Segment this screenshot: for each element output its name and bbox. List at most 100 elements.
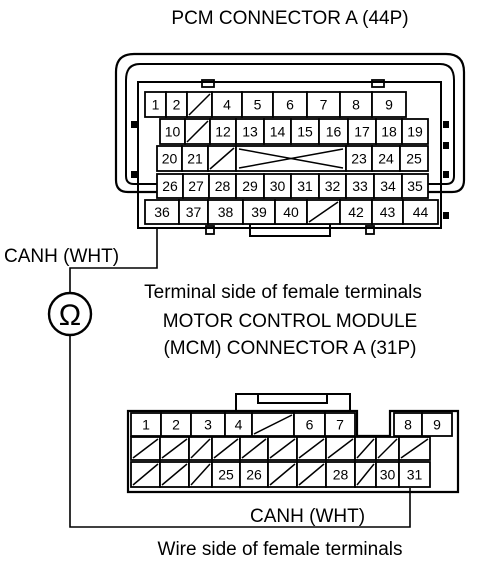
pin-number: 5 [254, 97, 262, 113]
pin-cell: 32 [318, 173, 347, 199]
pin-number: 31 [297, 178, 313, 194]
mcm-wire-label: CANH (WHT) [250, 506, 365, 527]
pin-number: 8 [352, 97, 360, 113]
pin-number: 17 [354, 124, 370, 140]
pin-number: 30 [380, 467, 396, 483]
pin-number: 14 [270, 124, 286, 140]
pin-number: 4 [223, 97, 231, 113]
pin-cell: 3 [190, 412, 226, 437]
pin-cell: 6 [293, 412, 326, 437]
pin-cell: 18 [375, 118, 403, 145]
pin-cell: 9 [421, 412, 453, 437]
pin-number: 29 [242, 178, 258, 194]
empty-cavity [267, 436, 298, 461]
empty-cavity [186, 91, 213, 118]
empty-cavity [130, 461, 161, 488]
pin-number: 39 [251, 204, 267, 220]
pin-number: 35 [407, 178, 423, 194]
pcm-connector-housing [114, 52, 466, 237]
pin-number: 1 [152, 97, 160, 113]
pin-cell: 7 [306, 91, 341, 118]
pin-number: 19 [407, 124, 423, 140]
pin-cell: 26 [156, 173, 184, 199]
pin-cell: 4 [211, 91, 243, 118]
pin-cell: 39 [242, 199, 276, 225]
pin-cell: 13 [235, 118, 265, 145]
pin-number: 26 [162, 178, 178, 194]
pin-number: 15 [297, 124, 313, 140]
pin-cell: 1 [144, 91, 167, 118]
pin-cell: 28 [208, 173, 237, 199]
empty-cavity [325, 436, 356, 461]
blocked-area [235, 145, 347, 172]
pcm-wire-label: CANH (WHT) [4, 246, 119, 267]
empty-cavity [296, 436, 327, 461]
pin-number: 13 [242, 124, 258, 140]
pin-cell: 20 [156, 145, 183, 172]
pin-cell: 5 [241, 91, 274, 118]
pin-cell: 1 [130, 412, 162, 437]
pin-number: 9 [385, 97, 393, 113]
ohmmeter-icon: Ω [47, 291, 93, 337]
pin-number: 26 [246, 467, 262, 483]
pin-cell: 30 [375, 461, 400, 488]
pin-number: 2 [172, 417, 180, 433]
pcm-connector-title: PCM CONNECTOR A (44P) [171, 8, 408, 29]
empty-cavity [354, 436, 377, 461]
empty-cavity [398, 436, 431, 461]
pin-number: 7 [336, 417, 344, 433]
pin-number: 42 [348, 204, 364, 220]
pin-number: 4 [235, 417, 243, 433]
pcm-pin-36-lead [69, 228, 158, 292]
pin-number: 37 [186, 204, 202, 220]
pin-cell: 6 [272, 91, 308, 118]
pin-cell: 17 [347, 118, 377, 145]
pin-number: 34 [380, 178, 396, 194]
mcm-connector-title-line2: (MCM) CONNECTOR A (31P) [163, 338, 416, 359]
pin-cell: 25 [211, 461, 241, 488]
pin-cell: 26 [239, 461, 269, 488]
empty-cavity [375, 436, 400, 461]
pin-cell: 31 [398, 461, 431, 488]
pin-cell: 33 [345, 173, 375, 199]
pin-number: 28 [333, 467, 349, 483]
pin-cell: 29 [235, 173, 265, 199]
empty-cavity [159, 436, 190, 461]
empty-cavity [184, 118, 211, 145]
mcm-pin-30-lead [69, 336, 411, 528]
pin-number: 40 [283, 204, 299, 220]
pin-cell: 37 [178, 199, 209, 225]
mcm-connector-title-line1: MOTOR CONTROL MODULE [163, 311, 417, 332]
pin-cell: 24 [371, 145, 401, 172]
empty-cavity [267, 461, 298, 488]
pin-cell: 8 [393, 412, 423, 437]
mcm-wire-side-label: Wire side of female terminals [158, 539, 403, 560]
pin-cell: 12 [209, 118, 237, 145]
pin-cell: 15 [290, 118, 320, 145]
pin-cell: 36 [144, 199, 180, 225]
empty-cavity [354, 461, 377, 488]
pin-number: 20 [162, 151, 178, 167]
pin-cell: 27 [182, 173, 210, 199]
pin-cell: 16 [318, 118, 349, 145]
pin-cell: 35 [401, 173, 429, 199]
pin-cell: 21 [181, 145, 209, 172]
pcm-terminal-side-label: Terminal side of female terminals [144, 282, 422, 303]
empty-cavity [251, 412, 295, 437]
empty-cavity [296, 461, 327, 488]
pin-number: 3 [204, 417, 212, 433]
empty-cavity [188, 436, 213, 461]
empty-cavity [239, 436, 269, 461]
pin-number: 10 [165, 124, 181, 140]
pin-cell: 30 [263, 173, 292, 199]
pin-number: 25 [218, 467, 234, 483]
pin-number: 8 [404, 417, 412, 433]
pin-cell: 14 [263, 118, 292, 145]
pin-number: 27 [188, 178, 204, 194]
pin-number: 7 [320, 97, 328, 113]
pin-number: 28 [215, 178, 231, 194]
pin-number: 33 [352, 178, 368, 194]
pin-cell: 31 [290, 173, 320, 199]
